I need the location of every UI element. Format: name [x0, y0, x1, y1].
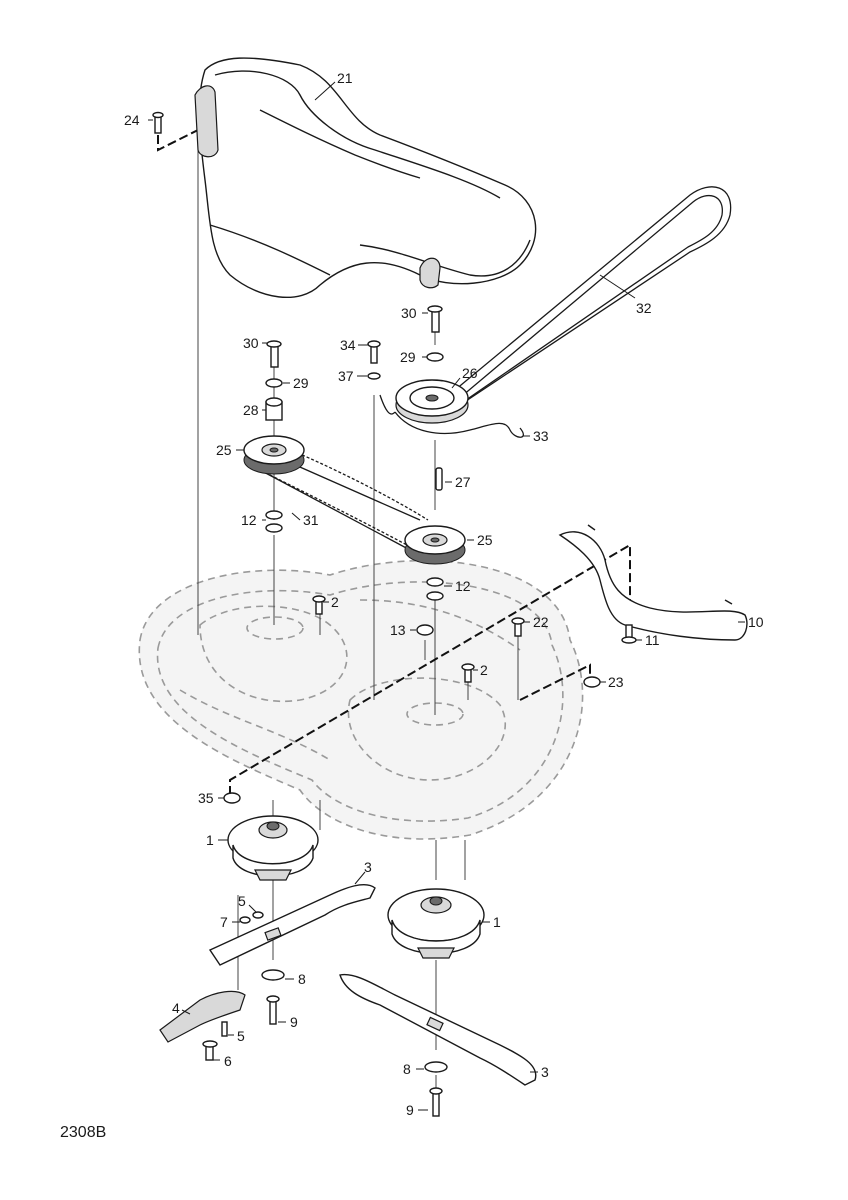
- callout-35: 35: [198, 790, 214, 806]
- deflector-bracket: [558, 524, 748, 644]
- callout-8-left: 8: [298, 971, 306, 987]
- callout-9-right: 9: [406, 1102, 414, 1118]
- drawing-code: 2308B: [60, 1124, 106, 1141]
- callout-24: 24: [124, 112, 140, 128]
- callout-31: 31: [303, 512, 319, 528]
- v-belt: [454, 186, 732, 406]
- callout-9-left: 9: [290, 1014, 298, 1030]
- callout-22: 22: [533, 614, 549, 630]
- small-fasteners: [152, 111, 601, 804]
- spindle-housing-left: [227, 815, 319, 881]
- callout-1-left: 1: [206, 832, 214, 848]
- deck-cover: [194, 57, 537, 298]
- callout-12-right: 12: [455, 578, 471, 594]
- callout-6: 6: [224, 1053, 232, 1069]
- toothed-pulley-left: [243, 435, 305, 475]
- callout-30-left: 30: [243, 335, 259, 351]
- callout-32: 32: [636, 300, 652, 316]
- mulch-blade-insert: [159, 990, 246, 1043]
- callout-3-lower: 3: [541, 1064, 549, 1080]
- callout-26: 26: [462, 365, 478, 381]
- blade-right: [339, 973, 537, 1086]
- callout-labels: 21 24 32 30 30 34 29 29 26 37 28 25 33 2…: [124, 70, 764, 1118]
- callout-33: 33: [533, 428, 549, 444]
- spindle-housing-right: [387, 888, 485, 959]
- callout-28: 28: [243, 402, 259, 418]
- callout-30-right: 30: [401, 305, 417, 321]
- blade-left: [208, 884, 376, 966]
- callout-27: 27: [455, 474, 471, 490]
- callout-23: 23: [608, 674, 624, 690]
- callout-5-upper: 5: [238, 893, 246, 909]
- callout-29-right: 29: [400, 349, 416, 365]
- leader-lines: [148, 81, 745, 1111]
- callout-1-right: 1: [493, 914, 501, 930]
- callout-29-left: 29: [293, 375, 309, 391]
- callout-11: 11: [645, 632, 660, 648]
- callout-4: 4: [172, 1000, 180, 1016]
- callout-2-upper: 2: [331, 594, 339, 610]
- callout-2-lower: 2: [480, 662, 488, 678]
- callout-8-right: 8: [403, 1061, 411, 1077]
- callout-7: 7: [220, 914, 228, 930]
- callout-21: 21: [337, 70, 353, 86]
- callout-10: 10: [748, 614, 764, 630]
- tension-spring: [379, 394, 525, 438]
- cutter-deck: [138, 559, 584, 840]
- callout-3-upper: 3: [364, 859, 372, 875]
- callout-34: 34: [340, 337, 356, 353]
- callout-12-left: 12: [241, 512, 257, 528]
- callout-25-right: 25: [477, 532, 493, 548]
- drive-pulley: [395, 379, 469, 424]
- toothed-pulley-right: [404, 525, 466, 565]
- callout-5-lower: 5: [237, 1028, 245, 1044]
- blade-fasteners: [202, 911, 448, 1117]
- callout-13: 13: [390, 622, 406, 638]
- callout-25-left: 25: [216, 442, 232, 458]
- fastener-paths: [157, 129, 631, 795]
- callout-37: 37: [338, 368, 354, 384]
